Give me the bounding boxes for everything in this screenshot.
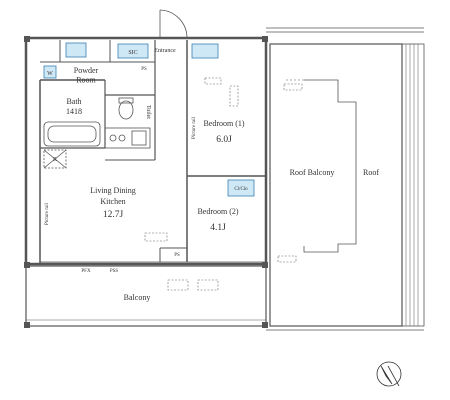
- balcony-outline: [25, 265, 267, 327]
- ldk-size: 12.7J: [103, 210, 124, 220]
- sic-label: SIC: [128, 50, 137, 56]
- bedroom1-size: 6.0J: [216, 135, 232, 145]
- top-fixtures: [43, 42, 255, 197]
- roof-balcony-outline: [266, 27, 425, 331]
- pss-label: PSS: [110, 269, 119, 274]
- balcony-label: Balcony: [124, 293, 151, 302]
- pfx-label: PFX: [81, 269, 91, 274]
- w-label: W: [47, 71, 53, 77]
- kitchen-counter: [104, 127, 151, 149]
- picture-rail-1: Picture rail: [192, 116, 197, 139]
- entrance-door: [159, 9, 188, 39]
- roof-label: Roof: [363, 168, 379, 177]
- bedroom2-label: Bedroom (2): [197, 207, 238, 216]
- entrance-label: Entrance: [154, 48, 176, 54]
- toilet-label: Toilet: [145, 105, 151, 119]
- bath-size: 1418: [66, 107, 82, 116]
- bedroom1-label: Bedroom (1): [203, 119, 244, 128]
- ps-bottom-label: PS: [174, 253, 180, 258]
- bedroom2-size: 4.1J: [210, 223, 226, 233]
- north-compass: [376, 361, 402, 387]
- picture-rail-2: Picture rail: [45, 202, 50, 225]
- roof-balcony-label: Roof Balcony: [290, 168, 335, 177]
- ldk-label-1: Living Dining: [90, 186, 136, 195]
- pillars: [24, 36, 268, 328]
- bath-tub: [43, 121, 101, 147]
- dashed-marks: [144, 77, 303, 291]
- r-label: R: [53, 157, 57, 163]
- toilet-fixture: [118, 97, 134, 120]
- fridge-mark: [43, 149, 67, 169]
- bath-label: Bath: [66, 97, 81, 106]
- ps-top-label: PS: [141, 67, 147, 72]
- ldk-label-2: Kitchen: [100, 197, 125, 206]
- ac-label: Cl/Clo: [234, 187, 248, 192]
